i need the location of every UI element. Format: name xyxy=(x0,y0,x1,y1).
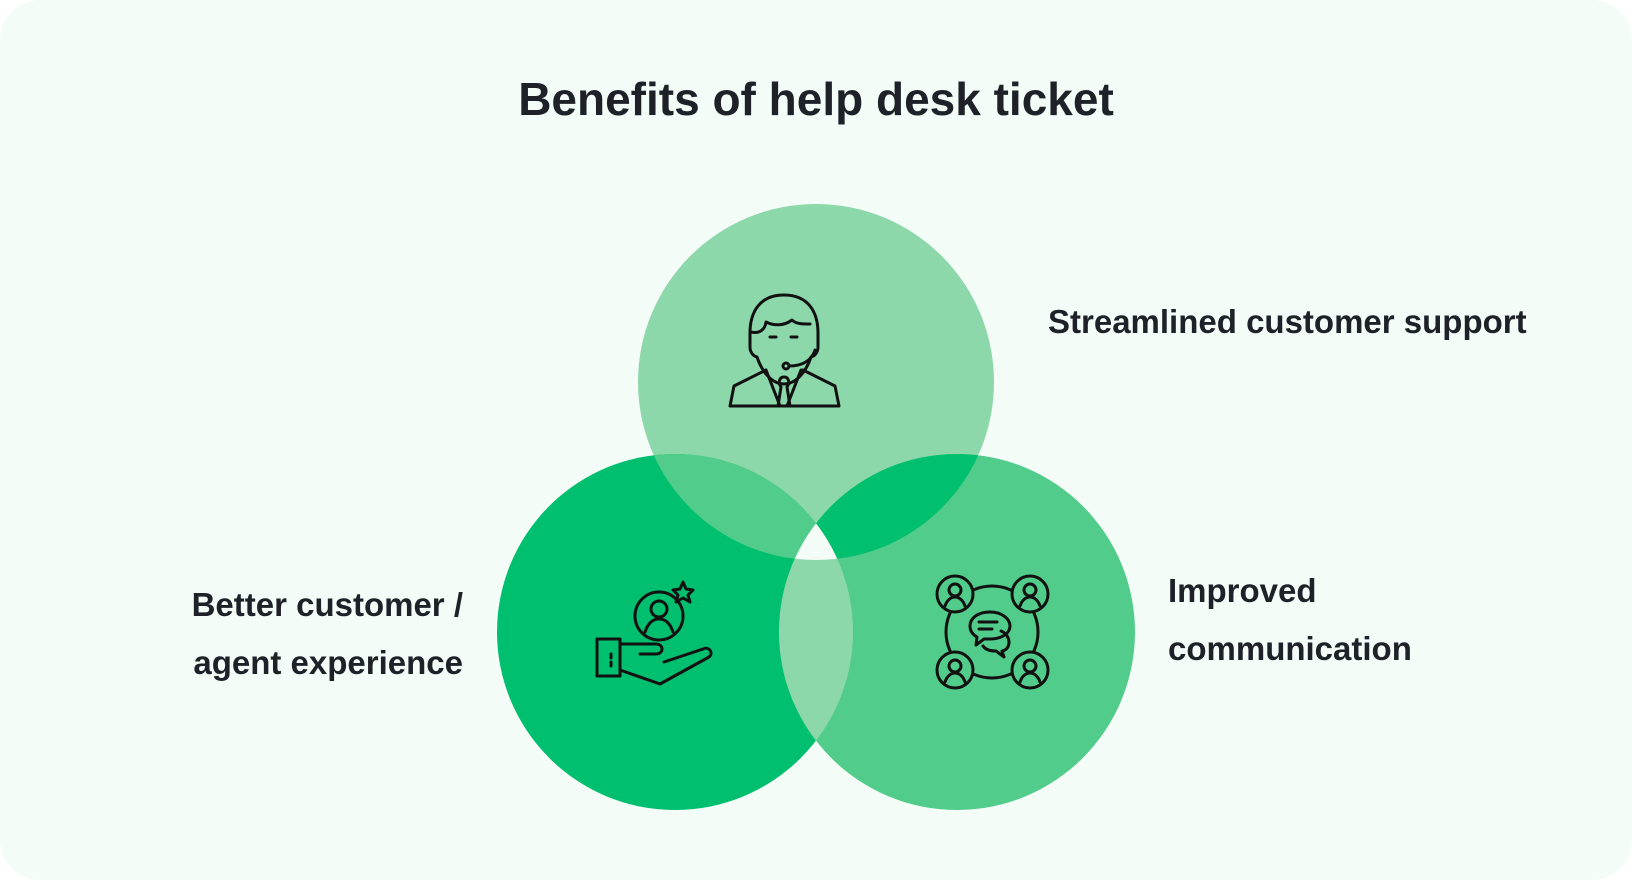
overlap-top-right xyxy=(779,454,994,560)
diagram-title: Benefits of help desk ticket xyxy=(518,73,1114,125)
label-better-experience: Better customer / agent experience xyxy=(192,576,463,692)
label-improved-communication: Improved communication xyxy=(1168,562,1412,678)
label-line: Better customer / xyxy=(191,586,463,623)
label-line: Streamlined customer support xyxy=(1048,303,1527,340)
hand-user-star-icon xyxy=(595,580,713,686)
label-line: communication xyxy=(1168,630,1412,667)
network-chat-icon xyxy=(935,574,1050,690)
label-line: agent experience xyxy=(193,644,463,681)
overlap-top-left xyxy=(638,454,853,560)
label-line: Improved xyxy=(1168,572,1317,609)
support-agent-icon xyxy=(728,293,841,408)
label-streamlined-support: Streamlined customer support xyxy=(1048,293,1527,351)
